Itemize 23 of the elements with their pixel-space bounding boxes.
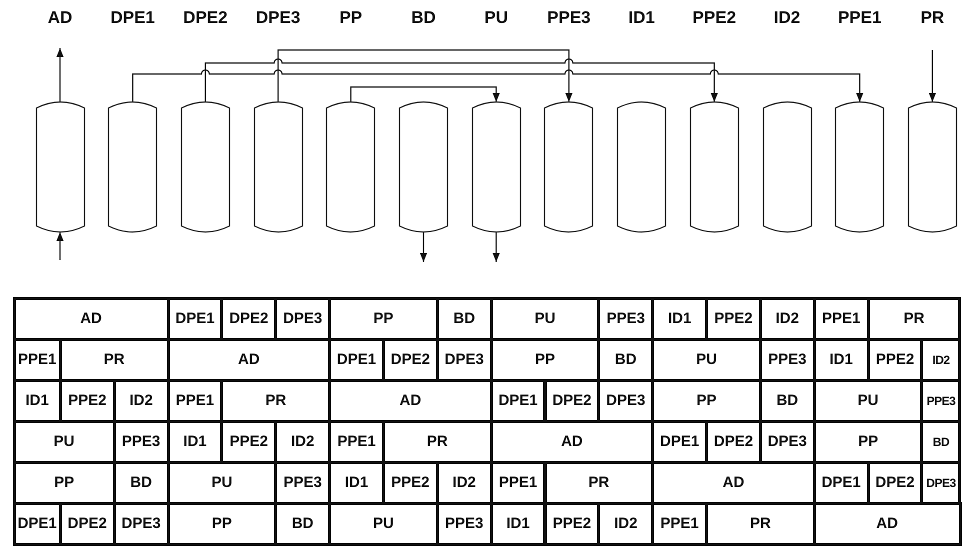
column-label: AD	[46, 8, 74, 28]
column-label: DPE3	[254, 8, 302, 28]
schedule-cell: AD	[12, 296, 170, 340]
arrow	[56, 232, 64, 260]
column-label: DPE2	[182, 8, 229, 28]
arrow	[420, 232, 428, 262]
column-label: ID1	[627, 8, 656, 28]
column-label: PU	[483, 8, 509, 28]
column-label: ID2	[772, 8, 802, 28]
arrow	[928, 50, 936, 102]
arrow	[278, 49, 572, 102]
column-label: PR	[920, 8, 946, 28]
column-label: PPE2	[692, 8, 738, 28]
arrow	[492, 232, 500, 262]
column-label: PPE3	[546, 8, 592, 28]
arrow	[350, 86, 500, 102]
arrow	[204, 58, 718, 102]
arrow	[56, 48, 64, 102]
column-label: DPE1	[109, 8, 156, 28]
arrow	[132, 70, 864, 102]
column-label: PP	[338, 8, 364, 28]
column-label: BD	[410, 8, 437, 28]
column-label: PPE1	[836, 8, 882, 28]
